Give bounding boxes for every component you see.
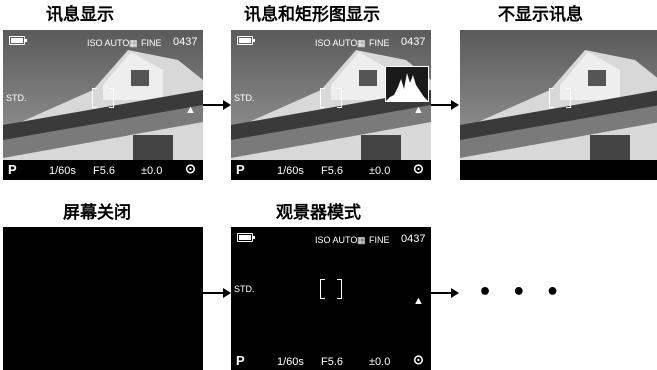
photo-preview (460, 30, 657, 160)
battery-icon (9, 36, 27, 45)
status-bar: P 1/60s F5.6 ±0.0 ⊙ (231, 160, 431, 180)
exposure-label: ±0.0 (369, 165, 391, 177)
continuation-dots: • • • (478, 280, 566, 305)
focus-frame-icon (320, 88, 342, 108)
picture-style-label: STD. (234, 93, 255, 103)
focus-frame-icon (549, 88, 571, 108)
panel-title-info-histogram: 讯息和矩形图显示 (244, 5, 380, 25)
status-bar: P 1/60s F5.6 ±0.0 ⊙ (3, 160, 203, 180)
iso-label: ISO AUTO (87, 38, 130, 48)
shutter-label: 1/60s (277, 165, 304, 177)
scene-icon: ▲ (185, 104, 196, 116)
image-size-icon: ▦ (357, 38, 366, 48)
photo-preview (3, 30, 203, 160)
image-size-icon: ▦ (129, 38, 138, 48)
quality-label: FINE (141, 38, 162, 48)
picture-style-label: STD. (234, 284, 255, 294)
mode-label: P (236, 353, 245, 368)
aperture-label: F5.6 (93, 165, 116, 177)
metering-icon: ⊙ (413, 161, 424, 176)
picture-style-label: STD. (6, 93, 27, 103)
screen-no-info (460, 30, 657, 180)
metering-icon: ⊙ (185, 161, 196, 176)
battery-icon (237, 233, 255, 242)
shot-count: 0437 (173, 36, 198, 48)
panel-title-viewfinder-mode: 观景器模式 (276, 203, 361, 223)
scene-icon: ▲ (413, 104, 424, 116)
screen-viewfinder-mode: ISO AUTO ▦ FINE 0437 STD. ▲ P 1/60s F5.6… (231, 227, 431, 370)
quality-label: FINE (369, 38, 390, 48)
panel-title-screen-off: 屏幕关闭 (63, 203, 131, 223)
panel-title-no-info: 不显示讯息 (498, 5, 583, 25)
exposure-label: ±0.0 (369, 356, 391, 368)
histogram-icon (385, 66, 429, 102)
screen-off (3, 227, 203, 370)
right-arrow-icon (431, 288, 459, 298)
shutter-label: 1/60s (49, 165, 76, 177)
right-arrow-icon (431, 100, 459, 110)
iso-label: ISO AUTO (315, 38, 358, 48)
metering-icon: ⊙ (413, 352, 424, 367)
shutter-label: 1/60s (277, 356, 304, 368)
exposure-label: ±0.0 (141, 165, 163, 177)
focus-frame-icon (92, 88, 114, 108)
histogram-graph (386, 73, 428, 101)
panel-title-info-display: 讯息显示 (46, 5, 114, 25)
image-size-icon: ▦ (357, 235, 366, 245)
battery-icon (237, 36, 255, 45)
photo-preview (231, 30, 431, 160)
screen-info-histogram: ISO AUTO ▦ FINE 0437 STD. ▲ P 1/60s F5.6… (231, 30, 431, 180)
right-arrow-icon (203, 100, 231, 110)
screen-info-display: ISO AUTO ▦ FINE 0437 STD. ▲ P 1/60s F5.6… (3, 30, 203, 180)
quality-label: FINE (369, 235, 390, 245)
aperture-label: F5.6 (321, 165, 344, 177)
mode-label: P (236, 162, 245, 177)
iso-label: ISO AUTO (315, 235, 358, 245)
mode-label: P (8, 162, 17, 177)
aperture-label: F5.6 (321, 356, 344, 368)
focus-frame-icon (320, 279, 342, 299)
right-arrow-icon (203, 288, 231, 298)
shot-count: 0437 (401, 233, 426, 245)
shot-count: 0437 (401, 36, 426, 48)
scene-icon: ▲ (413, 295, 424, 307)
